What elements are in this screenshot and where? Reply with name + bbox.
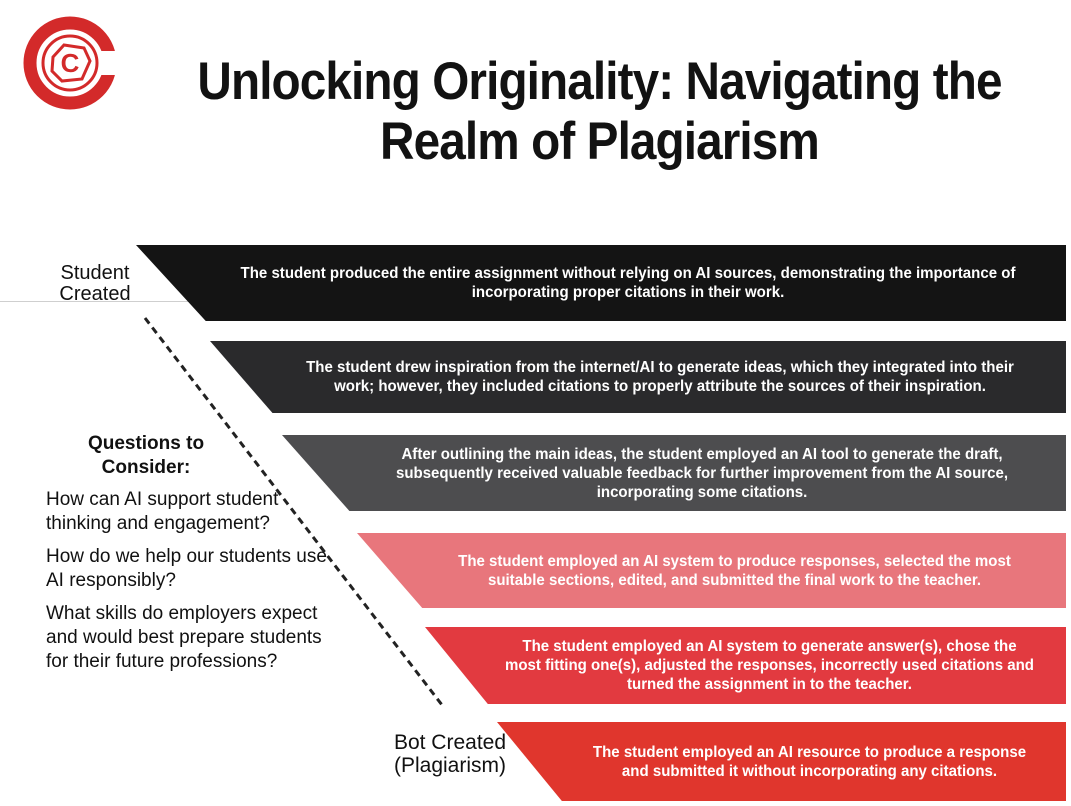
spectrum-level-6: The student employed an AI resource to p… <box>497 722 1066 801</box>
question-item: How can AI support student thinking and … <box>46 489 279 534</box>
divider <box>0 301 190 302</box>
logo-letter: C <box>61 48 80 78</box>
question-item: What skills do employers expect and woul… <box>46 603 322 672</box>
questions-heading: Questions to Consider: <box>87 433 205 478</box>
spectrum-level-6-text: The student employed an AI resource to p… <box>592 743 1027 780</box>
questions-panel: Questions to Consider: How can AI suppor… <box>46 432 346 683</box>
spectrum-level-2: The student drew inspiration from the in… <box>210 341 1066 413</box>
spectrum-level-3: After outlining the main ideas, the stud… <box>282 435 1066 511</box>
bot-created-label: Bot Created (Plagiarism) <box>393 731 507 777</box>
page-title: Unlocking Originality: Navigating the Re… <box>197 52 1002 171</box>
spectrum-level-1: The student produced the entire assignme… <box>136 245 1066 321</box>
spectrum-level-4-text: The student employed an AI system to pro… <box>458 552 1011 589</box>
student-created-label: Student Created <box>59 262 131 305</box>
c-logo-icon: C <box>23 16 132 110</box>
question-item: How do we help our students use AI respo… <box>46 546 327 591</box>
spectrum-level-4: The student employed an AI system to pro… <box>357 533 1066 608</box>
spectrum-level-2-text: The student drew inspiration from the in… <box>306 359 1014 395</box>
spectrum-level-3-text: After outlining the main ideas, the stud… <box>395 445 1009 501</box>
spectrum-level-1-text: The student produced the entire assignme… <box>240 265 1016 301</box>
spectrum-level-5: The student employed an AI system to gen… <box>425 627 1066 704</box>
spectrum-level-5-text: The student employed an AI system to gen… <box>504 638 1034 693</box>
